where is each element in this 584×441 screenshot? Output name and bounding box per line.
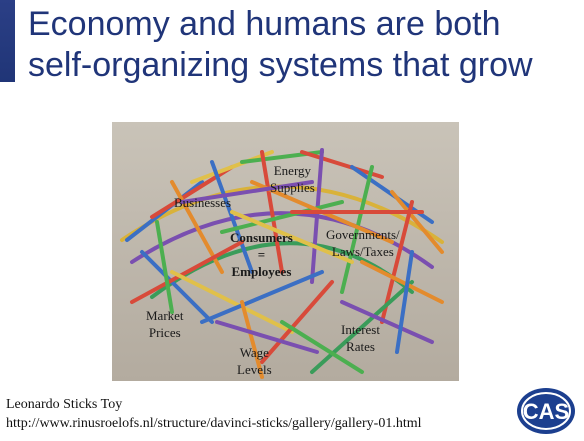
label-businesses: Businesses	[174, 195, 232, 210]
caption-title: Leonardo Sticks Toy	[6, 397, 123, 412]
cas-logo: CAS	[515, 386, 577, 436]
caption-url[interactable]: http://www.rinusroelofs.nl/structure/dav…	[6, 416, 422, 431]
label-interest-rates: Interest Rates	[341, 322, 380, 354]
title-line-1: Economy and humans are both	[28, 5, 501, 43]
dome-sticks-photo: Energy Supplies Businesses Consumers = E…	[112, 122, 459, 381]
cas-logo-text: CAS	[523, 399, 569, 424]
label-energy-supplies: Energy Supplies	[270, 163, 315, 195]
label-consumers-employees: Consumers = Employees	[230, 230, 293, 279]
label-governments: Governments/ Laws/Taxes	[326, 227, 400, 259]
dome-illustration	[112, 122, 459, 381]
slide-title: Economy and humans are both self-organiz…	[28, 4, 578, 86]
slide-accent-bar	[0, 0, 15, 82]
label-wage-levels: Wage Levels	[237, 345, 272, 377]
photo-caption: Leonardo Sticks Toy http://www.rinusroel…	[6, 395, 422, 433]
title-line-2: self-organizing systems that grow	[28, 46, 533, 84]
cas-logo-mark: CAS	[517, 388, 575, 434]
label-market-prices: Market Prices	[146, 308, 184, 340]
